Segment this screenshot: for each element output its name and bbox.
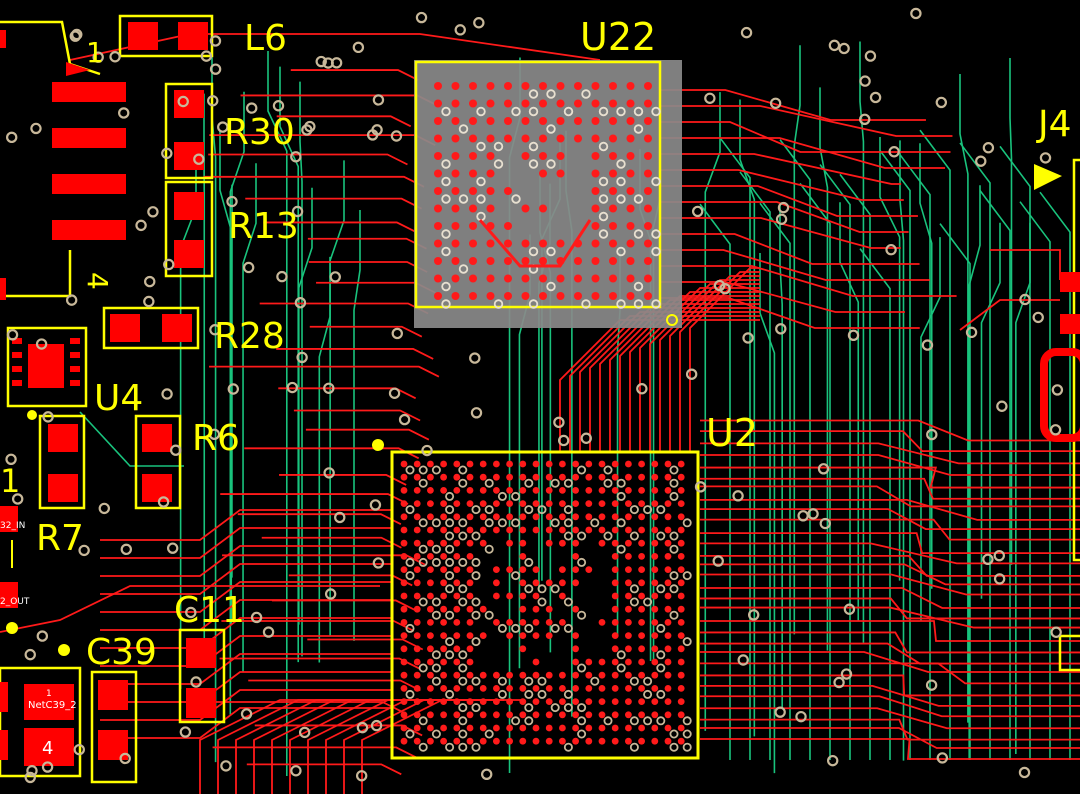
u4-footprint[interactable]	[6, 326, 88, 420]
r13-footprint[interactable]	[164, 180, 214, 278]
u2-label: U2	[706, 411, 758, 455]
u2-outline	[390, 450, 700, 760]
left-edge-parts	[0, 506, 18, 634]
r7-footprint[interactable]	[38, 414, 86, 510]
r6-footprint[interactable]	[134, 414, 182, 510]
pad-4-mark: 4	[42, 738, 53, 759]
partial-left-label: 1	[0, 462, 20, 500]
u2-component[interactable]	[372, 439, 700, 760]
u22-outline	[414, 60, 662, 309]
r30-footprint[interactable]	[164, 82, 214, 180]
j4-connector[interactable]	[1034, 158, 1080, 672]
c11-footprint[interactable]	[178, 628, 226, 724]
u22-label: U22	[580, 15, 656, 59]
pin1-mark: 1	[86, 36, 104, 69]
r13-label: R13	[228, 206, 299, 247]
u22-component[interactable]	[414, 60, 682, 328]
c11-label: C11	[174, 590, 245, 631]
r30-label: R30	[224, 112, 295, 153]
r6-label: R6	[192, 418, 240, 459]
u2-pin1-marker	[372, 439, 384, 451]
r28-label: R28	[214, 316, 285, 357]
u22-pin1-marker	[666, 314, 678, 326]
r28-footprint[interactable]	[102, 306, 200, 350]
u22-bga-pads	[434, 82, 661, 309]
j4-label: J4	[1036, 104, 1072, 145]
u2-bga-pads	[400, 460, 692, 752]
pin4-mark: 4	[81, 272, 114, 290]
c39-footprint[interactable]	[58, 644, 138, 784]
net-label-in: 32_IN	[0, 521, 25, 531]
net-label-out: 2_OUT	[0, 597, 30, 607]
vias	[5, 7, 1064, 784]
pad-1-mark: 1	[46, 689, 52, 699]
r7-label: R7	[36, 518, 84, 559]
left-ic-pads	[0, 30, 126, 300]
l6-label: L6	[244, 18, 287, 59]
u4-label: U4	[94, 378, 143, 419]
net-label-c39: NetC39_2	[28, 700, 77, 711]
c39-label: C39	[86, 632, 157, 673]
l6-footprint[interactable]	[118, 14, 214, 58]
left-bottom-part[interactable]	[0, 666, 82, 778]
